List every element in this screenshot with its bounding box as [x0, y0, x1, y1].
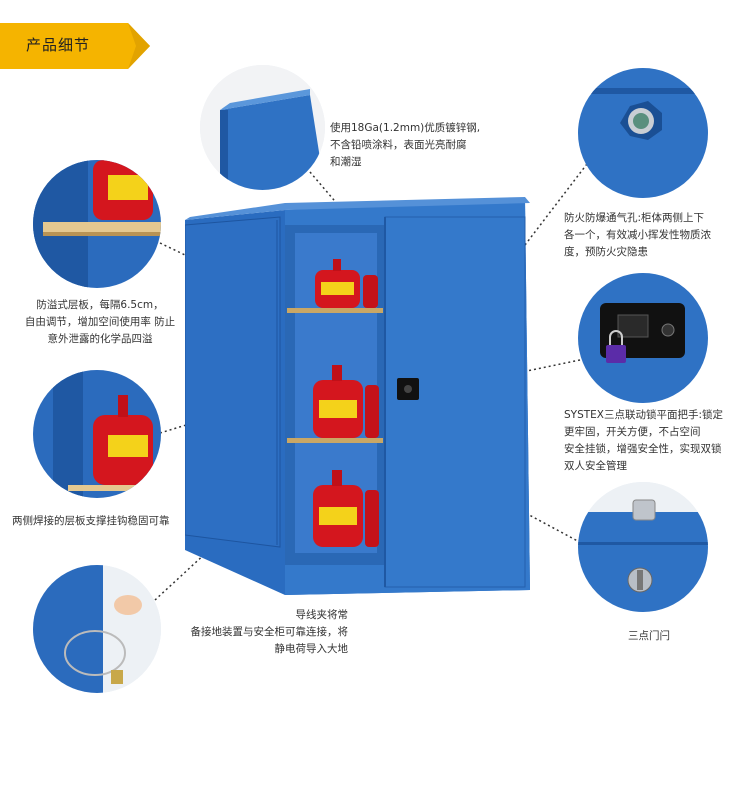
detail-shelf-circle: [33, 160, 161, 288]
detail-latch-circle: [578, 482, 708, 612]
caption-ground: 导线夹将常 备接地装置与安全柜可靠连接，将 静电荷导入大地: [190, 609, 349, 655]
detail-bracket-circle: [33, 370, 161, 498]
caption-vent: 防火防爆通气孔:柜体两侧上下 各一个，有效减小挥发性物质浓 度，预防火灾隐患: [564, 212, 711, 258]
header-title: 产品细节: [26, 36, 91, 54]
caption-bracket: 两侧焊接的层板支撑挂钩稳固可靠: [12, 515, 170, 527]
detail-material-circle: [200, 65, 325, 190]
detail-vent-circle: [578, 68, 708, 198]
detail-ground-circle: [33, 565, 161, 693]
caption-material: 使用18Ga(1.2mm)优质镀锌钢, 不含铅喷涂料，表面光亮耐腐 和潮湿: [330, 122, 481, 168]
header-banner: [0, 23, 150, 69]
caption-latch: 三点门闩: [628, 630, 670, 642]
detail-lock-circle: [578, 273, 708, 403]
caption-shelf: 防溢式层板，每隔6.5cm， 自由调节，增加空间使用率 防止 意外泄露的化学品四…: [24, 299, 176, 345]
safety-cabinet: [185, 197, 530, 595]
caption-lock: SYSTEX三点联动锁平面把手:锁定 更牢固，开关方便，不占空间 安全挂锁，增强…: [564, 409, 724, 472]
